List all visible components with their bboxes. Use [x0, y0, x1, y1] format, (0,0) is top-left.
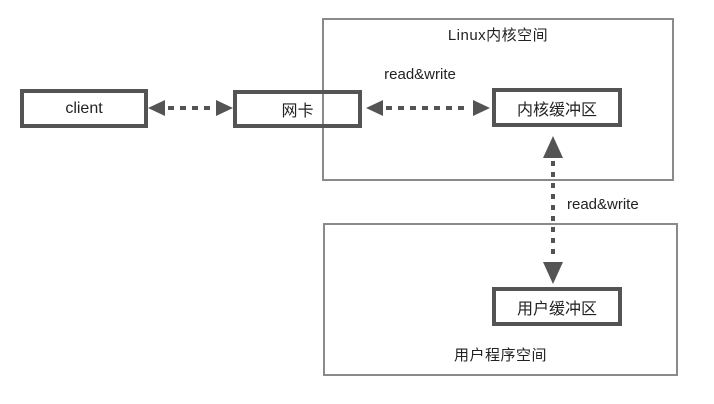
- nic-node-label: 网卡: [281, 103, 314, 120]
- user-space-container: 用户程序空间: [323, 223, 678, 376]
- read-write-label-horizontal: read&write: [384, 66, 456, 83]
- user-buffer-node-label: 用户缓冲区: [516, 300, 597, 318]
- nic-node: 网卡: [233, 90, 362, 128]
- client-node-label: client: [65, 99, 103, 117]
- kernel-buffer-node: 内核缓冲区: [492, 88, 622, 127]
- kernel-space-container: Linux内核空间: [322, 18, 674, 181]
- client-nic-arrow: [148, 100, 233, 116]
- user-space-label: 用户程序空间: [453, 347, 547, 364]
- user-buffer-node: 用户缓冲区: [492, 287, 622, 326]
- kernel-buffer-node-label: 内核缓冲区: [516, 101, 597, 119]
- kernel-space-label: Linux内核空间: [447, 27, 549, 44]
- read-write-label-vertical: read&write: [567, 196, 639, 213]
- client-node: client: [20, 89, 148, 128]
